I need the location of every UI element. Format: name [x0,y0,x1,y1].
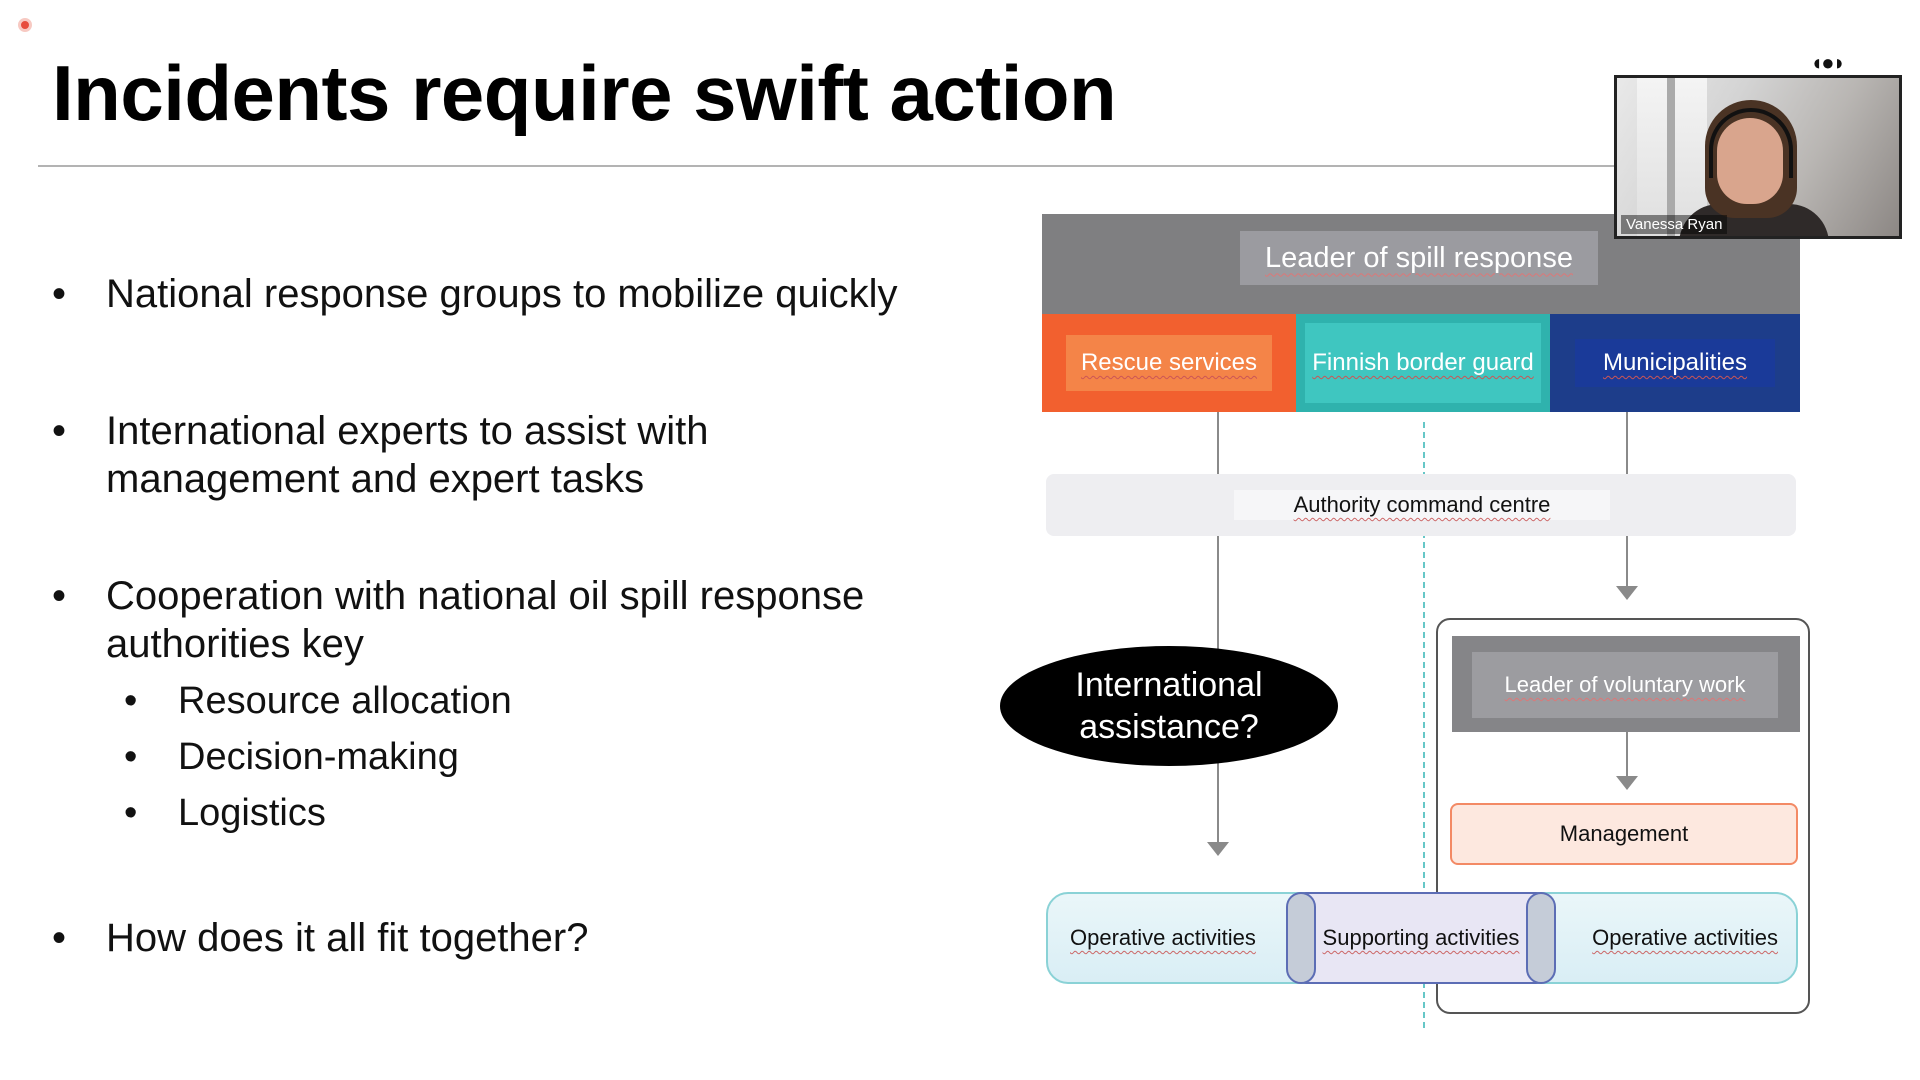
slide-title: Incidents require swift action [52,49,1117,137]
sub-bullet-1-text: Resource allocation [178,680,512,722]
leader-of-spill-response: Leader of spill response [1240,231,1598,285]
bullet-dot: • [52,272,67,316]
municipalities-arrow-icon [1616,586,1638,600]
bullet-3-line-1: Cooperation with national oil spill resp… [106,574,865,618]
bullet-dot: • [124,680,138,722]
participant-name-label: Vanessa Ryan [1621,215,1728,234]
rescue-services-block: Rescue services [1042,314,1296,412]
municipalities-label: Municipalities [1575,339,1775,387]
headset-icon [1709,108,1793,178]
rescue-connector-line [1217,412,1219,842]
voluntary-arrow-icon [1616,776,1638,790]
border-guard-block: Finnish border guard [1296,314,1550,412]
bullet-3-line-2: authorities key [106,622,364,666]
sub-bullet-3-text: Logistics [178,792,326,834]
supporting-left-cap [1286,892,1316,984]
border-guard-dashed-line [1423,422,1425,1028]
rescue-arrow-icon [1207,842,1229,856]
bullet-dot: • [124,736,138,778]
international-assistance-ellipse: International assistance? [1000,646,1338,766]
bullet-dot: • [52,916,67,960]
recording-indicator-icon [18,18,32,32]
bullet-4-text: How does it all fit together? [106,916,589,960]
supporting-right-cap [1526,892,1556,984]
bullet-2-line-2: management and expert tasks [106,457,645,501]
bullet-1-text: National response groups to mobilize qui… [106,272,898,316]
bullet-2-line-1: International experts to assist with [106,409,709,453]
municipalities-block: Municipalities [1550,314,1800,412]
operative-activities-right: Operative activities [1512,892,1798,984]
bullet-dot: • [52,574,67,618]
bullet-dot: • [124,792,138,834]
rescue-services-label: Rescue services [1066,335,1272,391]
response-organization-diagram: Leader of spill response Rescue services… [1000,200,1820,1040]
authority-command-centre: Authority command centre [1234,490,1610,520]
title-divider [38,165,1620,167]
participant-video-tile[interactable]: Vanessa Ryan [1614,75,1902,239]
voluntary-connector-line [1626,732,1628,778]
logo-icon: ◖●◗ [1810,50,1846,75]
border-guard-label: Finnish border guard [1305,323,1541,403]
supporting-activities: Supporting activities [1286,892,1556,984]
bullet-dot: • [52,409,67,453]
background-window-frame [1667,78,1675,236]
sub-bullet-2-text: Decision-making [178,736,459,778]
leader-of-voluntary-work: Leader of voluntary work [1472,652,1778,718]
management-box: Management [1450,803,1798,865]
